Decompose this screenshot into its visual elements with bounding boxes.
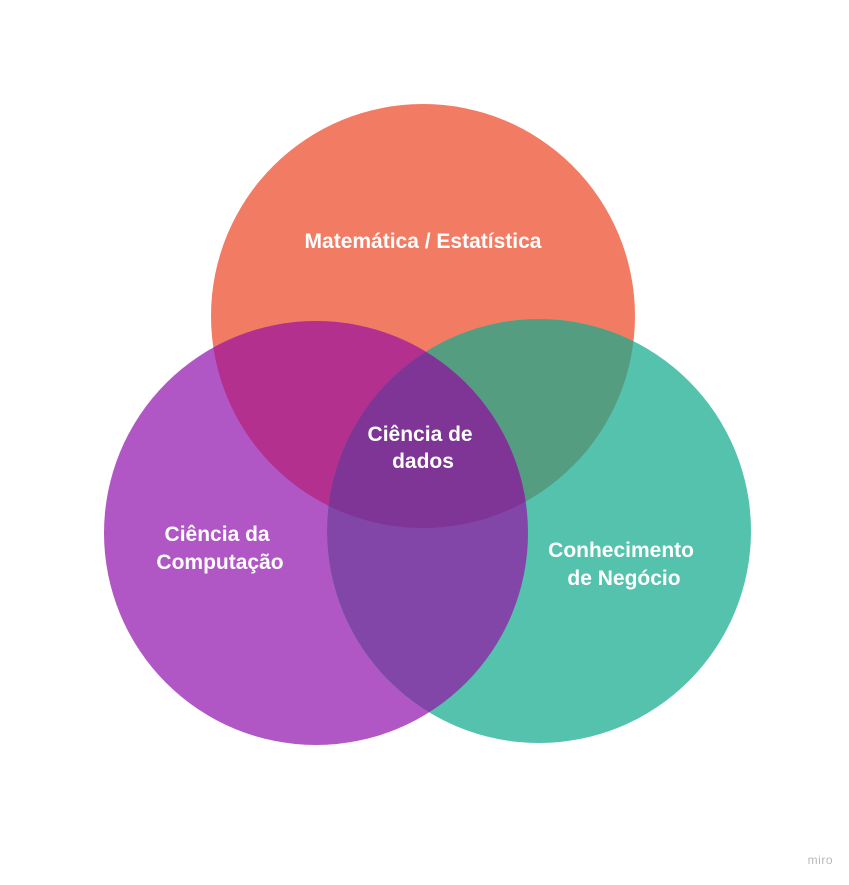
label-business-knowledge-line-2: de Negócio [567, 567, 680, 590]
miro-watermark: miro [807, 853, 833, 867]
overlap-center [327, 321, 528, 528]
label-computer-science-line-1: Ciência da [165, 523, 270, 546]
label-business-knowledge-line-1: Conhecimento [548, 539, 694, 562]
label-center-line-1: Ciência de [368, 423, 473, 446]
label-center-line-2: dados [392, 450, 454, 473]
label-math-statistics: Matemática / Estatística [305, 230, 542, 253]
label-computer-science-line-2: Computação [156, 551, 283, 574]
label-center: Ciência de dados [368, 423, 479, 473]
label-business-knowledge: Conhecimento de Negócio [548, 539, 700, 590]
label-computer-science: Ciência da Computação [156, 523, 283, 574]
